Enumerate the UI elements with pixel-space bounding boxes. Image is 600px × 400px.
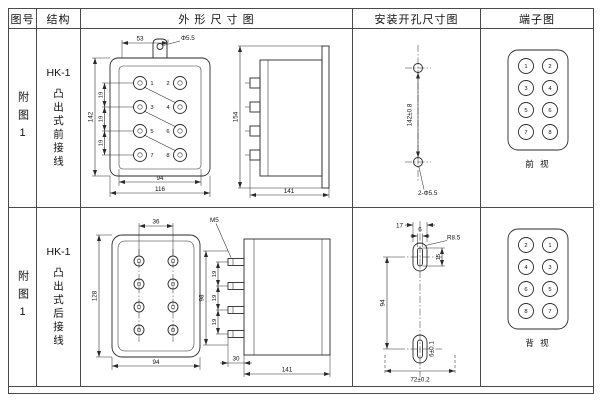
dim-top-width: 53 (136, 36, 144, 43)
dim-vertical-spacing: 94 (379, 299, 386, 307)
dim-corner-radius: R8.5 (447, 235, 461, 242)
terminal-number: 3 (548, 265, 551, 271)
label-hole-count: 2-Φ5.5 (418, 190, 438, 197)
dim-pitch: 19 (98, 140, 104, 146)
terminal-diagram-rear-view: 2 1 4 3 6 5 8 7 背 视 (507, 228, 569, 348)
dim-inner-width: 94 (156, 175, 164, 182)
mounting-drawing-rear-wiring: 17 6 15 R8.5 94 6±0.1 72±0.2 (379, 221, 461, 384)
row2-outline-cell: 36 128 94 M5 (81, 208, 353, 387)
terminal-number: 4 (166, 105, 170, 111)
terminal-number: 7 (548, 309, 551, 315)
terminal-number: 8 (524, 309, 527, 315)
dim-slot-width-tol: 6±0.1 (428, 341, 435, 357)
side-view-shapes (244, 45, 329, 189)
row1-outline-cell: 1 2 3 4 5 6 7 8 53 Φ5.5 142 (81, 29, 353, 208)
terminal-number: 5 (150, 129, 153, 135)
terminal-number: 2 (548, 64, 551, 70)
terminal-number: 2 (166, 81, 169, 87)
dim-pitch: 19 (212, 295, 218, 301)
terminal-number: 7 (524, 130, 527, 136)
dim-screw: M5 (210, 217, 219, 224)
row1-model: HK-1 (46, 67, 71, 79)
terminal-number: 8 (548, 130, 551, 136)
outline-drawing-rear-wiring: 36 128 94 M5 (91, 217, 330, 377)
row1-terminal-cell: 1 2 3 4 5 6 7 8 前 视 (481, 29, 593, 208)
row2-structure-desc: 凸出式后接线 (52, 267, 64, 348)
hook-hole (156, 43, 163, 50)
header-cell-outline: 外 形 尺 寸 图 (81, 9, 353, 29)
view-label: 背 视 (525, 338, 550, 348)
terminal-number: 6 (524, 287, 527, 293)
spec-table: 图号 结构 外 形 尺 寸 图 安装开孔尺寸图 端子图 附图1 HK-1 凸出式… (8, 8, 594, 394)
terminal-number: 4 (548, 86, 552, 92)
dim-horizontal-spacing: 72±0.2 (410, 377, 430, 384)
terminal-number: 1 (548, 243, 551, 249)
footer-strip (9, 387, 593, 393)
dim-stud-length: 30 (232, 356, 240, 363)
row2-model: HK-1 (46, 246, 71, 258)
mounting-slot-top (412, 242, 427, 272)
dim-slot-inner: 6 (418, 227, 422, 234)
mounting-slot-bottom (412, 334, 427, 364)
rear-view-dimensions: 36 128 94 (91, 219, 200, 370)
dim-stud-span: 36 (152, 219, 160, 226)
front-view-terminal-numbers: 1 2 3 4 5 6 7 8 (150, 81, 170, 159)
terminal-number: 6 (548, 108, 551, 114)
row1-structure-cell: HK-1 凸出式前接线 (37, 29, 81, 208)
dim-slot-length: 15 (436, 254, 442, 260)
side-view-dimensions: M5 98 19 19 19 30 141 (198, 217, 330, 377)
dim-pitch: 19 (212, 319, 218, 325)
terminal-number: 1 (150, 81, 153, 87)
front-view-shapes (109, 38, 210, 177)
dim-depth: 141 (281, 367, 292, 374)
dim-depth: 141 (283, 188, 294, 195)
dim-stud-height: 98 (198, 294, 205, 302)
terminal-number: 5 (548, 287, 551, 293)
header-cell-terminal: 端子图 (481, 9, 593, 29)
terminal-number: 8 (166, 153, 169, 159)
terminal-number: 3 (150, 105, 153, 111)
side-view-shapes (227, 238, 330, 356)
row2-terminal-cell: 2 1 4 3 6 5 8 7 背 视 (481, 208, 593, 387)
dim-pitch: 19 (98, 116, 104, 122)
terminal-number: 3 (524, 86, 527, 92)
outline-drawing-front-wiring: 1 2 3 4 5 6 7 8 53 Φ5.5 142 (87, 35, 329, 198)
header-cell-mounting: 安装开孔尺寸图 (353, 9, 481, 29)
dim-side-height: 154 (232, 111, 239, 122)
terminal-number: 2 (524, 243, 527, 249)
header-cell-structure: 结构 (37, 9, 81, 29)
row1-structure-desc: 凸出式前接线 (52, 88, 64, 169)
dim-slot-outer: 17 (395, 223, 403, 230)
mounting-drawing-front-wiring: 142±0.8 2-Φ5.5 (404, 45, 438, 197)
row2-fig-no: 附图1 (16, 269, 29, 325)
rear-view-shapes (111, 234, 200, 358)
terminal-number: 6 (166, 129, 169, 135)
terminal-number: 5 (524, 108, 527, 114)
view-label: 前 视 (525, 159, 550, 169)
row2-structure-cell: HK-1 凸出式后接线 (37, 208, 81, 387)
front-view-dimensions: 53 Φ5.5 142 19 19 19 94 116 (87, 35, 210, 197)
header-cell-fig-no: 图号 (9, 9, 37, 29)
row2-mounting-cell: 17 6 15 R8.5 94 6±0.1 72±0.2 (353, 208, 481, 387)
row2-fig-no-cell: 附图1 (9, 208, 37, 387)
side-view-dimensions: 154 141 (232, 45, 329, 198)
dim-width: 94 (152, 359, 160, 366)
terminal-number: 7 (150, 153, 153, 159)
dim-pitch: 19 (212, 271, 218, 277)
dim-hook-hole: Φ5.5 (181, 35, 195, 42)
terminal-number: 4 (524, 265, 528, 271)
terminal-diagram-front-view: 1 2 3 4 5 6 7 8 前 视 (507, 49, 569, 169)
row1-mounting-cell: 142±0.8 2-Φ5.5 (353, 29, 481, 208)
dim-height: 128 (91, 290, 98, 301)
dim-height: 142 (87, 111, 94, 122)
row1-fig-no-cell: 附图1 (9, 29, 37, 208)
dim-pitch: 19 (98, 92, 104, 98)
dim-outer-width: 116 (154, 186, 165, 193)
row1-fig-no: 附图1 (16, 90, 29, 146)
dim-hole-spacing: 142±0.8 (406, 103, 413, 126)
terminal-number: 1 (524, 64, 527, 70)
